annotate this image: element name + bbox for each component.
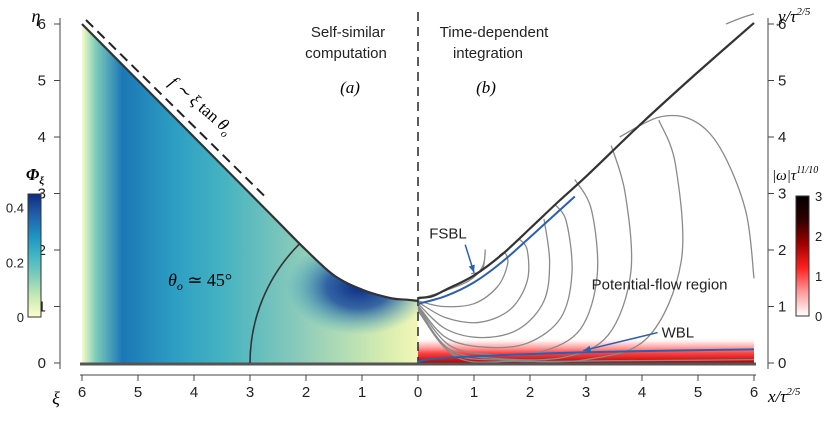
y-axis-label-left: η — [32, 6, 41, 26]
annotation-wbl: WBL — [662, 325, 695, 342]
panel-a-title-line1: Self-similar — [311, 24, 385, 41]
panel-b-title-line2: integration — [453, 45, 523, 62]
x-axis-label-left: ξ — [52, 388, 60, 408]
annotation-fsbl: FSBL — [429, 226, 467, 243]
theta-annotation: θo ≃ 45° — [168, 270, 232, 293]
streamline-8 — [619, 114, 755, 279]
x-tick-label-left-4: 4 — [190, 384, 198, 401]
fsbl-line — [417, 195, 576, 305]
annotation-arrowhead-0 — [468, 264, 475, 273]
y-tick-label-right-1: 1 — [778, 299, 786, 316]
x-tick-label-right-4: 4 — [638, 384, 646, 401]
colorbar-b-tick-2: 2 — [815, 229, 822, 244]
y-tick-label-left-6: 6 — [38, 16, 46, 33]
y-tick-label-left-4: 4 — [38, 129, 46, 146]
boundaries — [81, 19, 755, 364]
streamline-5 — [417, 179, 599, 356]
y-tick-label-right-6: 6 — [778, 16, 786, 33]
x-tick-label-left-1: 1 — [358, 384, 366, 401]
y-tick-label-right-4: 4 — [778, 129, 786, 146]
colorbar-a-bar — [27, 193, 42, 318]
colorbar-b-label: |ω|τ11/10 — [772, 165, 818, 184]
colorbar-a-tick-0.4: 0.4 — [6, 201, 24, 216]
colorbar-b-tick-0: 0 — [815, 309, 822, 324]
wbl-line — [417, 348, 755, 363]
y-tick-label-right-3: 3 — [778, 186, 786, 203]
y-tick-label-left-1: 1 — [38, 299, 46, 316]
panel-a-boundary-curve — [81, 23, 419, 302]
colorbar-a: Φξ 0 0.2 0.4 — [6, 165, 44, 325]
colorbar-b-tick-3: 3 — [815, 189, 822, 204]
y-tick-label-left-0: 0 — [38, 355, 46, 372]
colorbar-a-label: Φξ — [26, 165, 44, 187]
x-tick-label-left-2: 2 — [302, 384, 310, 401]
panel-b-title-line1: Time-dependent — [440, 24, 550, 41]
panel-a-label: (a) — [340, 78, 360, 97]
y-tick-label-left-2: 2 — [38, 242, 46, 259]
y-tick-label-left-5: 5 — [38, 73, 46, 90]
colorbar-b: |ω|τ11/10 0 1 2 3 — [772, 165, 822, 324]
panel-a-title-line2: computation — [305, 45, 387, 62]
streamline-4 — [417, 204, 573, 349]
panel-a-field — [82, 24, 418, 363]
annotation-arrow-2 — [583, 331, 658, 352]
streamline-3 — [417, 218, 551, 339]
theta-arc — [249, 243, 300, 364]
colorbar-a-tick-0.2: 0.2 — [6, 255, 24, 270]
x-tick-label-left-3: 3 — [246, 384, 254, 401]
x-tick-label-right-5: 5 — [694, 384, 702, 401]
colorbar-b-bar — [795, 195, 810, 317]
x-tick-label-right-2: 2 — [526, 384, 534, 401]
y-tick-label-right-2: 2 — [778, 242, 786, 259]
streamline-9 — [725, 13, 755, 25]
panel-b-label: (b) — [476, 78, 496, 97]
x-tick-label-left-6: 6 — [78, 384, 86, 401]
streamline-2 — [417, 238, 530, 324]
y-tick-label-right-5: 5 — [778, 73, 786, 90]
y-axis-label-right: y/τ2/5 — [776, 6, 811, 26]
colorbar-b-tick-1: 1 — [815, 269, 822, 284]
ticks: 0 1 2 3 4 5 6 0 1 2 3 4 5 6 6 5 4 3 2 1 0 1 2 3 4 5 6 — [38, 16, 787, 401]
x-tick-label-right-0: 0 — [414, 384, 422, 401]
x-tick-label-right-3: 3 — [582, 384, 590, 401]
panel-b-free-surface — [417, 22, 755, 300]
y-tick-label-left-3: 3 — [38, 186, 46, 203]
streamline-6 — [417, 145, 633, 361]
annotation-arrowhead-2 — [583, 345, 592, 352]
annotation-potential-flow-region: Potential-flow region — [592, 277, 728, 294]
x-tick-label-left-5: 5 — [134, 384, 142, 401]
asymptote-dashed-line — [85, 19, 266, 197]
x-axis-label-right: x/τ2/5 — [767, 386, 801, 406]
x-tick-label-right-1: 1 — [470, 384, 478, 401]
x-tick-label-right-6: 6 — [750, 384, 758, 401]
y-tick-label-right-0: 0 — [778, 355, 786, 372]
colorbar-a-tick-0: 0 — [17, 310, 24, 325]
